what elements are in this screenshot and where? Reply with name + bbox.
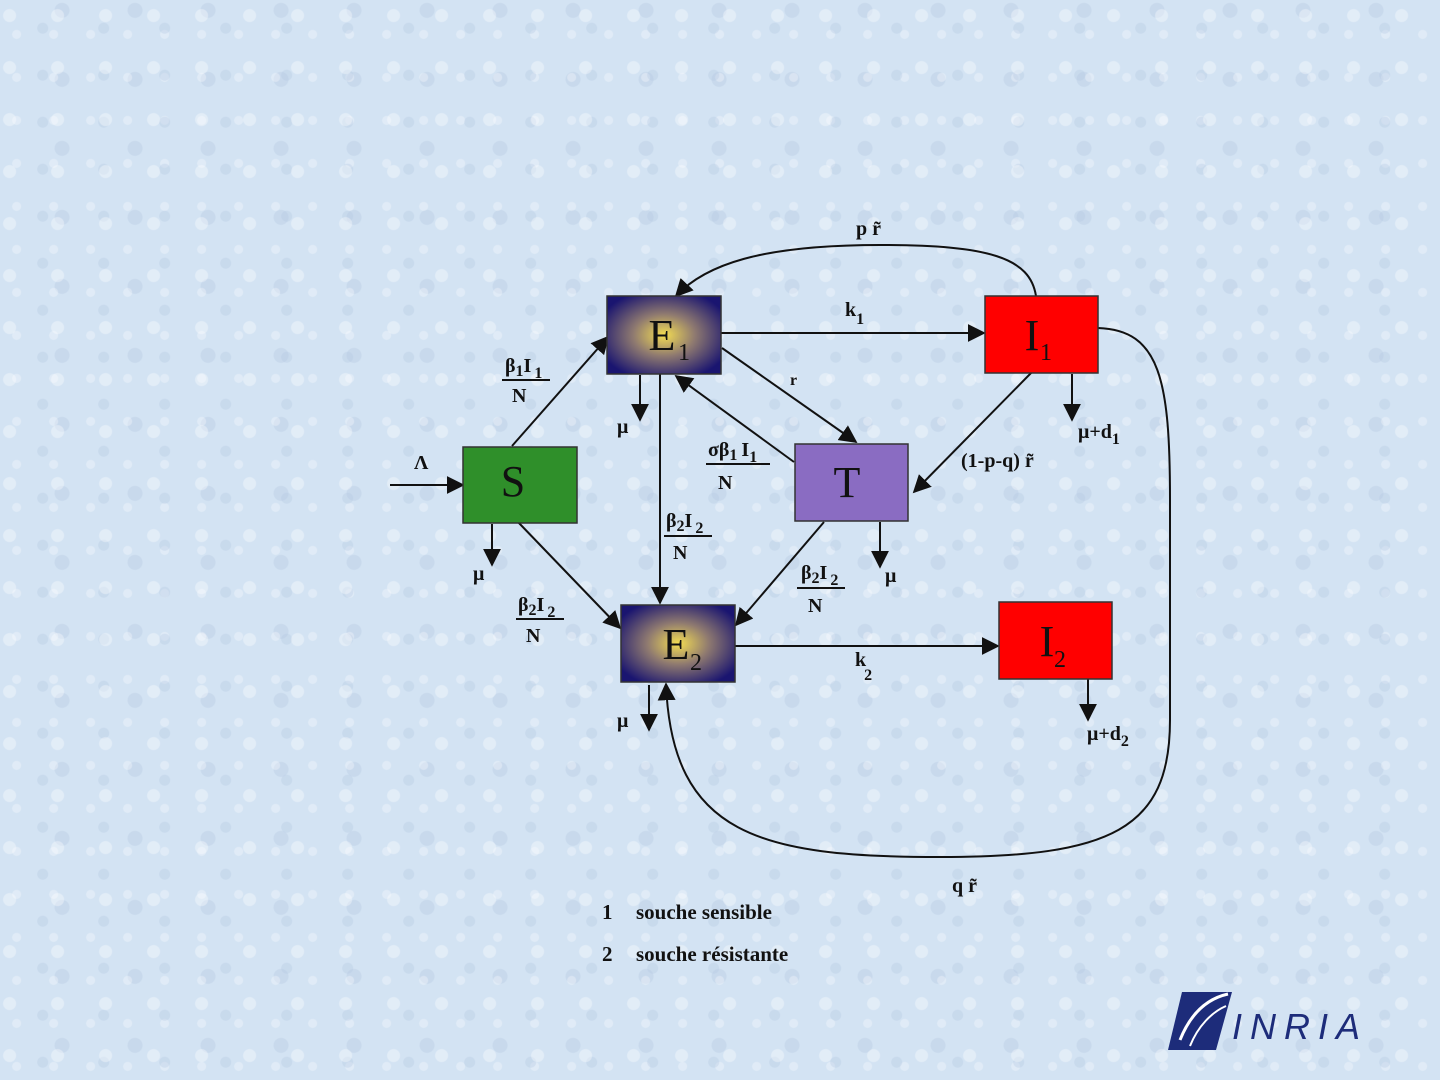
rate-den: N <box>808 595 823 617</box>
rate-beta-sub: 2 <box>812 570 820 587</box>
edge-i1-t <box>914 372 1032 492</box>
legend: 1 souche sensible 2 souche résistante <box>602 900 788 966</box>
label-r: r <box>790 372 797 389</box>
node-i2-label: I <box>1040 617 1055 666</box>
label-recruitment: Λ <box>414 452 429 474</box>
legend-num-1: 1 <box>602 900 613 924</box>
node-e1-sub: 1 <box>678 340 690 366</box>
label-one-minus-pq: (1-p-q) r̃ <box>961 450 1034 472</box>
rate-beta-sub: 2 <box>677 518 685 535</box>
rate-den: N <box>526 625 541 647</box>
edge-i1-e2 <box>666 328 1170 857</box>
rate-beta: β <box>666 510 677 532</box>
rate-den: N <box>673 542 688 564</box>
rate-i: I <box>741 439 749 461</box>
label-mu-e1: μ <box>617 416 629 438</box>
node-i1-sub: 1 <box>1040 340 1052 366</box>
node-e1: E 1 <box>607 296 721 374</box>
edge-i1-e1 <box>676 245 1036 296</box>
node-e1-label: E <box>649 311 676 360</box>
node-i1: I 1 <box>985 296 1098 373</box>
node-e2: E 2 <box>621 605 735 682</box>
label-mu-s: μ <box>473 563 485 585</box>
label-p-rtilde: p r̃ <box>856 218 881 240</box>
rate-beta-sub: 2 <box>529 602 537 619</box>
label-k1: k1 <box>845 299 864 328</box>
legend-text-2: souche résistante <box>636 942 788 966</box>
rate-i: I <box>820 562 828 584</box>
rate-i-sub: 2 <box>695 520 703 537</box>
label-q-rtilde: q r̃ <box>952 875 977 897</box>
rate-sigma-sub: 1 <box>729 447 737 464</box>
legend-text-1: souche sensible <box>636 900 772 924</box>
node-e2-label: E <box>663 620 690 669</box>
label-mu-d2: μ+d2 <box>1087 723 1129 750</box>
node-s-label: S <box>501 457 525 506</box>
rate-den: N <box>718 472 733 494</box>
rate-i: I <box>537 594 545 616</box>
rate-beta: β <box>518 594 529 616</box>
rate-i: I <box>524 355 532 377</box>
rate-i: I <box>685 510 693 532</box>
rate-den: N <box>512 385 527 407</box>
legend-num-2: 2 <box>602 942 613 966</box>
label-mu-d1: μ+d1 <box>1078 421 1120 448</box>
node-t-label: T <box>834 458 861 507</box>
rate-sigma: σβ <box>708 439 729 461</box>
label-mu-t: μ <box>885 565 897 587</box>
rate-beta-sub: 1 <box>516 363 524 380</box>
node-i2-sub: 2 <box>1054 647 1066 673</box>
node-i2: I 2 <box>999 602 1112 679</box>
inria-logo-icon <box>1168 992 1232 1050</box>
rate-beta: β <box>505 355 516 377</box>
node-s: S <box>463 447 577 523</box>
rate-beta: β <box>801 562 812 584</box>
node-i1-label: I <box>1025 311 1040 360</box>
rate-i-sub: 2 <box>830 572 838 589</box>
node-t: T <box>795 444 908 521</box>
node-e2-sub: 2 <box>690 650 702 676</box>
label-mu-e2: μ <box>617 710 629 732</box>
edge-e1-t <box>722 348 856 442</box>
inria-logo-text: INRIA <box>1232 1006 1368 1048</box>
